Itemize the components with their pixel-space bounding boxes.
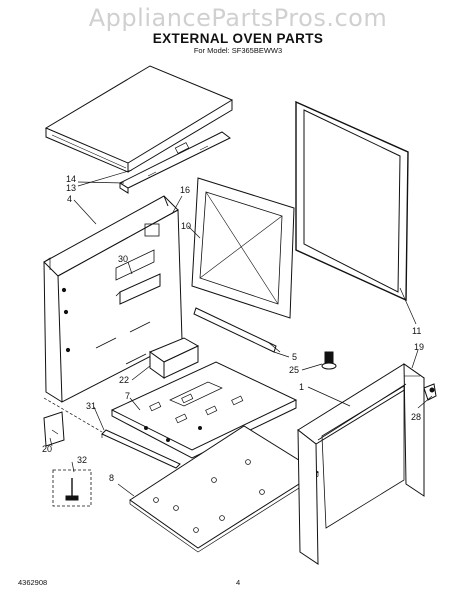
callout-30: 30 bbox=[118, 254, 128, 264]
callout-10: 10 bbox=[181, 221, 191, 231]
leader-lines bbox=[43, 169, 433, 497]
callout-8: 8 bbox=[109, 473, 114, 483]
callout-4: 4 bbox=[67, 194, 72, 204]
page-title: EXTERNAL OVEN PARTS bbox=[152, 31, 324, 46]
top-rear-bracket bbox=[118, 131, 231, 194]
front-rail bbox=[101, 429, 181, 469]
callout-25: 25 bbox=[289, 365, 299, 375]
support-bracket bbox=[148, 337, 200, 379]
callout-20: 20 bbox=[42, 444, 52, 454]
screw-fastener bbox=[52, 469, 92, 507]
bottom-tray bbox=[110, 361, 298, 459]
callout-5: 5 bbox=[292, 352, 297, 362]
callout-7: 7 bbox=[125, 391, 130, 401]
callout-22: 22 bbox=[119, 375, 129, 385]
callout-labels: 14 13 4 16 10 30 11 5 25 22 19 1 7 31 28… bbox=[42, 174, 424, 483]
callout-13: 13 bbox=[66, 183, 76, 193]
door-hinge bbox=[423, 383, 437, 401]
callout-14: 14 bbox=[66, 174, 76, 184]
page-number: 4 bbox=[236, 578, 241, 587]
callout-1: 1 bbox=[299, 382, 304, 392]
top-cover-panel bbox=[44, 65, 234, 173]
oven-back-panel bbox=[191, 177, 295, 319]
bottom-panel bbox=[129, 425, 319, 553]
kick-plate bbox=[43, 411, 65, 447]
callout-31: 31 bbox=[86, 401, 96, 411]
leveling-foot bbox=[321, 351, 337, 370]
callout-11: 11 bbox=[412, 326, 421, 336]
door-gasket bbox=[295, 100, 409, 302]
watermark: AppliancePartsPros.com bbox=[88, 4, 388, 32]
callout-28: 28 bbox=[411, 412, 421, 422]
hinge-strip bbox=[193, 307, 281, 353]
document-number: 4362908 bbox=[18, 578, 48, 587]
callout-16: 16 bbox=[180, 185, 190, 195]
model-subtitle: For Model: SF365BEWW3 bbox=[193, 46, 283, 55]
callout-19: 19 bbox=[414, 342, 424, 352]
callout-32: 32 bbox=[77, 455, 87, 465]
oven-door-frame bbox=[297, 363, 425, 565]
